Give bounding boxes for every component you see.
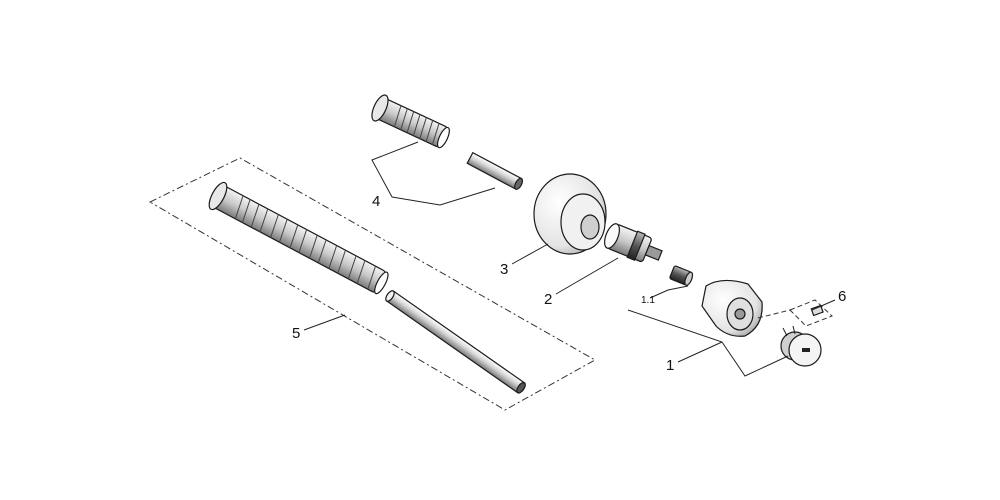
dashed-group-box <box>148 157 597 411</box>
leader-2 <box>555 257 619 295</box>
label-part-3: 3 <box>500 261 508 278</box>
short-rod <box>466 151 523 190</box>
rod-end-near <box>385 290 395 302</box>
extension-set-part-4 <box>371 94 524 190</box>
cap-mark <box>802 348 810 352</box>
cartridge-face <box>604 223 620 249</box>
label-part-1-1: 1.1 <box>641 295 655 306</box>
label-part-5: 5 <box>292 325 300 342</box>
cap-tab-1 <box>782 327 788 337</box>
leader-6b <box>757 309 791 319</box>
leader-1-1 <box>649 285 689 299</box>
short-sleeve-head <box>371 94 389 122</box>
handle-screw <box>734 308 746 320</box>
indicator-plate-outline <box>789 299 833 327</box>
short-sleeve-end <box>436 126 450 149</box>
rod-end-far <box>516 381 526 394</box>
leader-4 <box>371 141 419 198</box>
leader-1-bracket <box>627 309 789 377</box>
leader-6 <box>811 299 836 311</box>
sleeve-threads <box>234 195 376 290</box>
adapter-part-1-1 <box>669 265 694 286</box>
rosette-hole <box>580 214 600 240</box>
cartridge-band <box>626 230 646 261</box>
indicator-chip <box>810 304 824 317</box>
threaded-sleeve-body <box>213 186 387 293</box>
handle-part-1 <box>701 279 763 337</box>
extension-set-part-5 <box>148 157 597 411</box>
adapter-end <box>684 271 694 286</box>
leader-5 <box>303 314 346 331</box>
cartridge-spindle <box>644 244 663 261</box>
extension-rod <box>385 290 526 394</box>
cartridge-part-2 <box>604 223 663 262</box>
leader-1 <box>677 341 723 363</box>
sleeve-head <box>208 181 228 211</box>
short-rod-end <box>514 177 524 190</box>
short-sleeve-threads <box>393 105 440 145</box>
cap-tab-2 <box>792 325 796 335</box>
sleeve-end <box>374 271 389 295</box>
rosette-part-3 <box>533 173 607 255</box>
label-part-4: 4 <box>372 193 380 210</box>
leader-4b <box>391 187 496 206</box>
label-part-2: 2 <box>544 291 552 308</box>
leader-lines <box>303 141 836 377</box>
label-part-6: 6 <box>838 288 846 305</box>
label-part-1: 1 <box>666 357 674 374</box>
indicator-cap-part-6 <box>780 299 833 367</box>
leader-3 <box>511 243 549 265</box>
